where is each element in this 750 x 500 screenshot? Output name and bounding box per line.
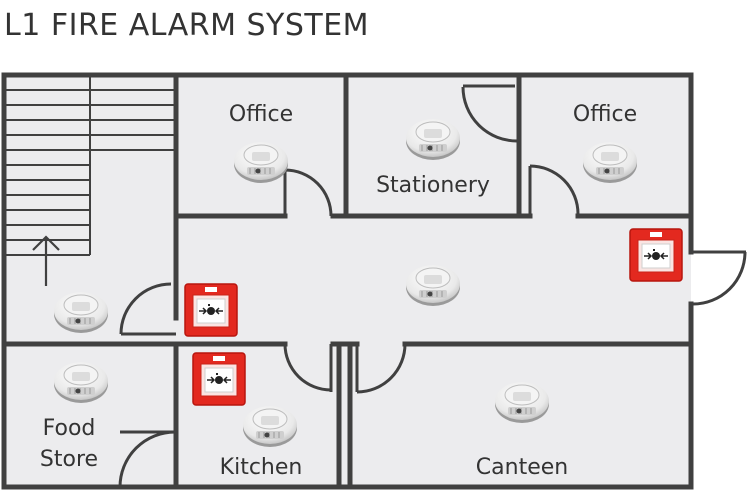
smoke-detector-icon: [405, 264, 461, 307]
room-label-canteen: Canteen: [476, 455, 568, 480]
manual-call-point-icon: [184, 283, 238, 337]
page-title: L1 FIRE ALARM SYSTEM: [4, 8, 370, 43]
room-label-food: Food: [43, 416, 96, 441]
smoke-detector-icon: [582, 141, 638, 184]
smoke-detector-icon: [53, 361, 109, 404]
smoke-detector-icon: [405, 118, 461, 161]
smoke-detector-icon: [53, 291, 109, 334]
smoke-detector-icon: [242, 405, 298, 448]
arrow-up-icon: [32, 235, 60, 286]
smoke-detector-icon: [494, 381, 550, 424]
room-label-kitchen: Kitchen: [220, 455, 303, 480]
doors: [118, 84, 747, 488]
room-label-office-left: Office: [229, 102, 293, 127]
room-label-office-right: Office: [573, 102, 637, 127]
room-label-store: Store: [40, 447, 98, 472]
smoke-detector-icon: [233, 141, 289, 184]
room-label-stationery: Stationery: [376, 173, 490, 198]
manual-call-point-icon: [629, 228, 683, 282]
manual-call-point-icon: [192, 352, 246, 406]
